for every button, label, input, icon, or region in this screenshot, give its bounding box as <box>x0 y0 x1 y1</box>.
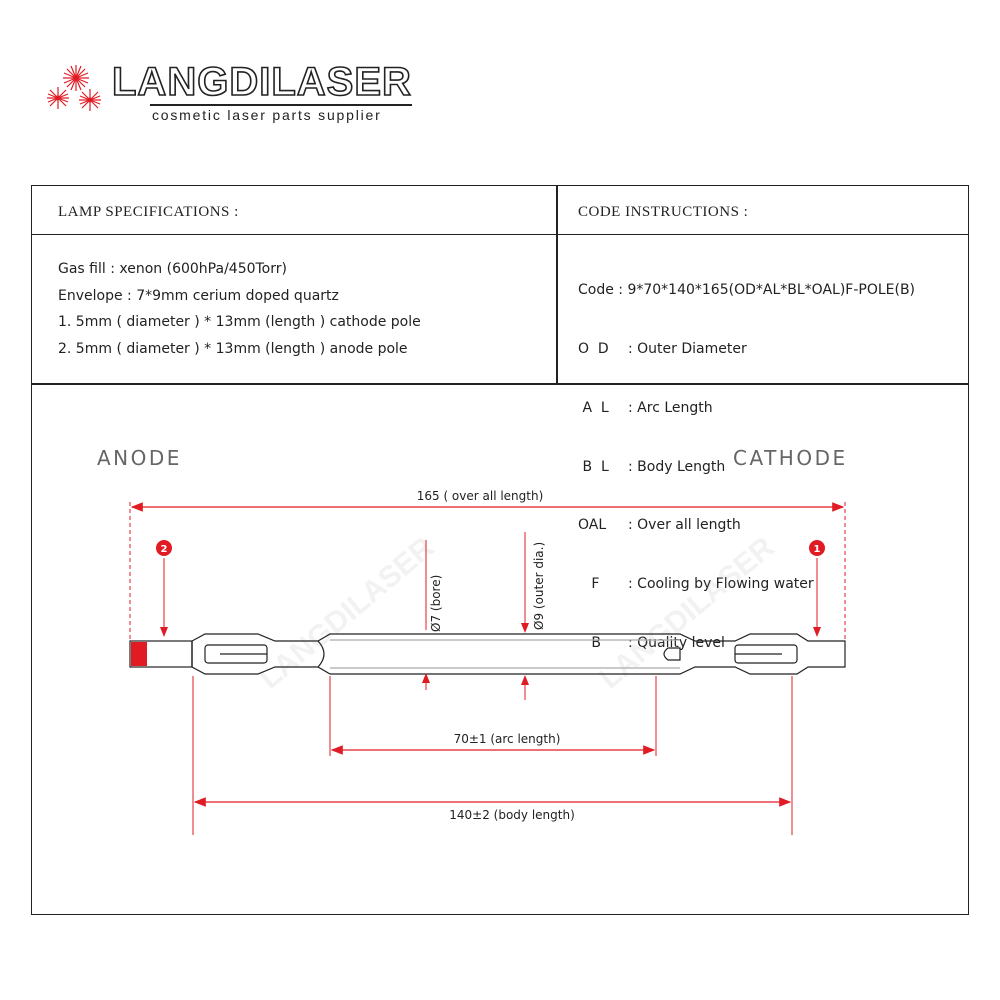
lamp-outline <box>129 633 846 675</box>
code-desc: : Over all length <box>628 517 741 534</box>
brand-tagline: cosmetic laser parts supplier <box>152 107 382 123</box>
anode-label: ANODE <box>97 446 182 470</box>
code-entry: B : Quality level <box>578 634 915 654</box>
brand-name: LANGDILASER <box>111 59 412 105</box>
code-entry: OAL : Over all length <box>578 516 915 536</box>
lamp-specifications-heading: LAMP SPECIFICATIONS : <box>58 204 239 220</box>
code-desc: : Outer Diameter <box>628 340 747 357</box>
bore-label: Ø7 (bore) <box>429 575 443 632</box>
code-desc: : Cooling by Flowing water <box>628 576 814 593</box>
code-entry: A L : Arc Length <box>578 399 915 419</box>
table-header-row <box>32 186 968 235</box>
section-divider <box>32 383 968 385</box>
spec-line-anode-pole: 2. 5mm ( diameter ) * 13mm (length ) ano… <box>58 340 408 357</box>
column-divider <box>556 186 558 384</box>
code-key: F <box>578 576 600 593</box>
lamp-specifications-list: Gas fill : xenon (600hPa/450Torr) Envelo… <box>58 256 421 362</box>
code-line: Code : 9*70*140*165(OD*AL*BL*OAL)F-POLE(… <box>578 282 916 299</box>
code-entry: F : Cooling by Flowing water <box>578 575 915 595</box>
code-desc: : Quality level <box>628 634 725 651</box>
spec-line-cathode-pole: 1. 5mm ( diameter ) * 13mm (length ) cat… <box>58 314 421 330</box>
code-instructions-list: Code : 9*70*140*165(OD*AL*BL*OAL)F-POLE(… <box>578 242 915 693</box>
code-key: B L <box>578 458 609 475</box>
code-key: B <box>578 634 601 651</box>
outer-dia-label: Ø9 (outer dia.) <box>532 542 546 630</box>
marker-anode-number: 2 <box>161 544 168 555</box>
watermark: LANGDILASER <box>253 531 440 696</box>
spec-sheet-frame: LAMP SPECIFICATIONS : CODE INSTRUCTIONS … <box>31 185 969 915</box>
code-desc: : Body Length <box>628 458 726 475</box>
cathode-label: CATHODE <box>733 446 848 470</box>
anode-pole-tip <box>131 642 147 666</box>
marker-cathode-number: 1 <box>814 544 821 555</box>
overall-length-label: 165 ( over all length) <box>417 489 544 503</box>
brand-logo: LANGDILASER cosmetic laser parts supplie… <box>40 58 412 128</box>
code-instructions-heading: CODE INSTRUCTIONS : <box>578 204 749 220</box>
starburst-logo-icon <box>47 65 101 111</box>
body-length-label: 140±2 (body length) <box>449 808 575 822</box>
code-entry: O D : Outer Diameter <box>578 340 915 360</box>
code-key: OAL <box>578 517 607 534</box>
arc-length-label: 70±1 (arc length) <box>454 732 561 746</box>
code-key: O D <box>578 340 609 357</box>
code-key: A L <box>578 399 609 416</box>
spec-line-gas-fill: Gas fill : xenon (600hPa/450Torr) <box>58 261 287 277</box>
code-desc: : Arc Length <box>628 399 713 416</box>
marker-anode <box>156 540 172 556</box>
marker-cathode <box>809 540 825 556</box>
spec-line-envelope: Envelope : 7*9mm cerium doped quartz <box>58 287 339 304</box>
brand-rule <box>150 104 412 106</box>
code-entry: B L : Body Length <box>578 458 915 478</box>
